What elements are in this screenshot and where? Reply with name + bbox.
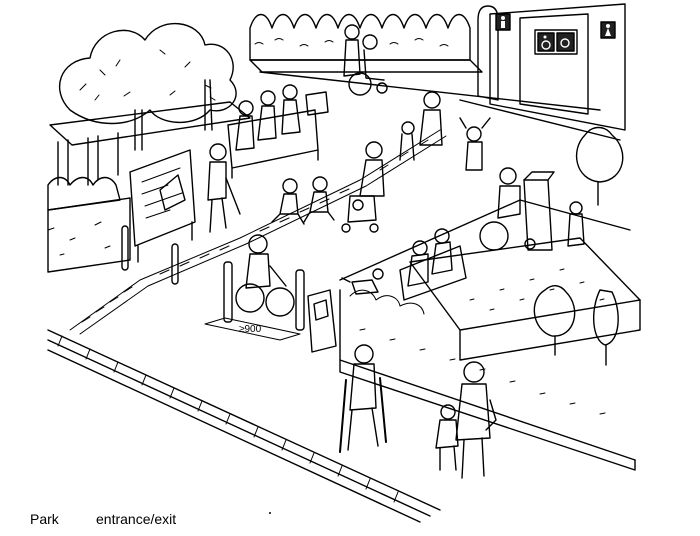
left-fence xyxy=(47,101,251,273)
toilet-building xyxy=(477,3,626,131)
left-bench-group xyxy=(227,84,329,179)
wheelchair-user-top xyxy=(343,24,388,96)
mother-and-child xyxy=(435,361,497,479)
back-hedge-wall xyxy=(249,13,483,73)
right-trees xyxy=(533,126,624,366)
family-center xyxy=(399,91,491,171)
entrance-wheelchair-user xyxy=(235,234,295,317)
woman-with-stroller xyxy=(341,141,385,233)
ticket-machine-icon xyxy=(307,289,337,353)
wheelchair-icon xyxy=(537,32,555,52)
entrance-rails xyxy=(47,329,441,523)
bollards xyxy=(121,225,305,331)
clearance-dimension-label: ≥900 xyxy=(239,324,262,335)
children-playing xyxy=(271,176,335,225)
clearance-dimension xyxy=(204,317,301,341)
caption-entrance-exit: entrance/exit xyxy=(96,511,177,527)
park-path xyxy=(259,71,631,281)
right-boundary-wall xyxy=(339,289,636,471)
man-on-crutches xyxy=(339,344,387,453)
bench-seniors xyxy=(399,228,467,301)
raised-planter xyxy=(409,237,641,361)
info-board xyxy=(129,149,196,263)
drinking-fountain xyxy=(479,167,585,251)
man-with-cane xyxy=(207,143,241,233)
accessible-toilet-icon xyxy=(556,32,575,52)
caption-park: Park xyxy=(30,511,59,527)
cat xyxy=(341,268,384,295)
tactile-paving-left xyxy=(69,129,447,335)
tree-cluster xyxy=(59,23,237,151)
